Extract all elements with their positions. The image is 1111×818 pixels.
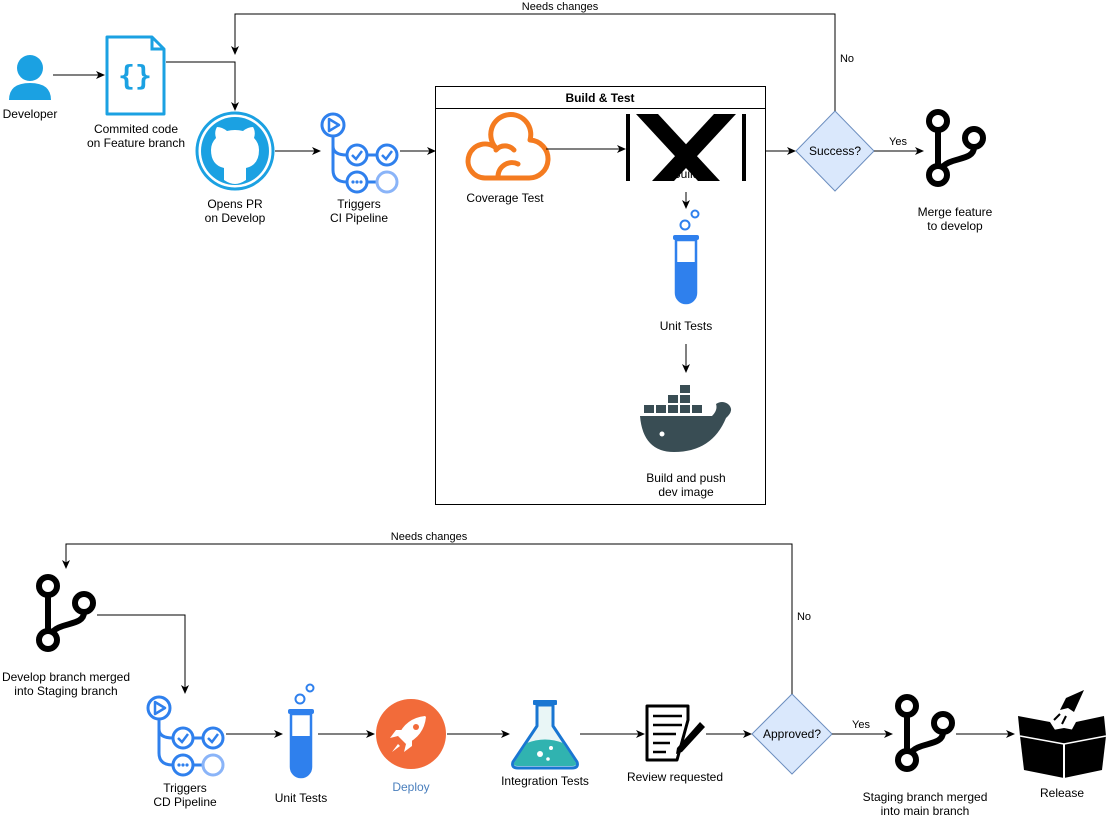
cd-pipeline-node: Triggers CD Pipeline [146, 695, 225, 809]
github-icon [195, 111, 275, 191]
yes-label-bottom: Yes [852, 719, 870, 731]
build-node: Build [626, 114, 746, 181]
git-branch-icon [898, 697, 952, 769]
success-label: Success? [809, 144, 861, 158]
document-edit-icon [645, 704, 705, 762]
deploy-label: Deploy [392, 780, 429, 794]
test-tube-icon [671, 209, 701, 305]
box-rocket-icon [1018, 690, 1107, 778]
coverage-node: Coverage Test [465, 112, 551, 205]
opens-pr-node: Opens PR on Develop [195, 111, 275, 225]
coverage-label: Coverage Test [466, 191, 544, 205]
svg-text:{}: {} [118, 59, 152, 92]
deploy-node: Deploy [376, 699, 446, 794]
approved-label: Approved? [763, 727, 821, 741]
git-branch-icon [39, 577, 93, 649]
build-label: Build [673, 167, 700, 181]
review-node: Review requested [627, 704, 723, 784]
merge-feature-node: Merge feature to develop [918, 112, 993, 233]
edge-develop-cd [97, 614, 189, 694]
docker-label-1: Build and push [646, 471, 725, 485]
cd-label-2: CD Pipeline [153, 795, 217, 809]
committed-label-2: on Feature branch [87, 136, 185, 150]
rocket-icon [376, 699, 446, 769]
top-edges: Needs changes No Yes [53, 0, 924, 373]
unit-tests-label-top: Unit Tests [660, 319, 712, 333]
unit-tests-node-top: Unit Tests [660, 209, 712, 333]
integration-tests-node: Integration Tests [501, 700, 589, 788]
no-label-bottom: No [797, 611, 811, 623]
flask-icon [511, 700, 579, 770]
build-tool-icon [626, 114, 746, 181]
develop-merged-label-1: Develop branch merged [2, 670, 130, 684]
opens-pr-label-2: on Develop [205, 211, 266, 225]
developer-node: Developer [3, 55, 58, 121]
ci-pipeline-node: Triggers CI Pipeline [320, 112, 399, 225]
user-icon [9, 55, 51, 100]
develop-merged-node: Develop branch merged into Staging branc… [2, 577, 130, 698]
merge-feature-label-2: to develop [927, 219, 983, 233]
staging-merged-node: Staging branch merged into main branch [863, 697, 988, 818]
git-branch-icon [929, 112, 983, 184]
no-label-top: No [840, 53, 854, 65]
committed-code-node: {} Commited code on Feature branch [87, 35, 185, 150]
release-node: Release [1018, 690, 1107, 800]
staging-merged-label-2: into main branch [881, 804, 970, 818]
build-test-group: Build & Test [435, 86, 766, 505]
edge-needs-changes-bottom [62, 543, 793, 694]
docker-label-2: dev image [658, 485, 714, 499]
staging-merged-label-1: Staging branch merged [863, 790, 988, 804]
needs-changes-label-bottom: Needs changes [391, 531, 468, 543]
test-tube-icon [286, 683, 316, 779]
merge-feature-label-1: Merge feature [918, 205, 993, 219]
ci-label-1: Triggers [337, 197, 381, 211]
developer-label: Developer [3, 107, 58, 121]
edge-commit-pr [166, 61, 239, 111]
approved-decision: Approved? [751, 693, 833, 775]
opens-pr-label-1: Opens PR [207, 197, 263, 211]
cd-label-1: Triggers [163, 781, 207, 795]
integration-label: Integration Tests [501, 774, 589, 788]
success-decision: Success? [795, 110, 875, 192]
pipeline-icon [146, 695, 225, 777]
unit-tests-node-bottom: Unit Tests [275, 683, 327, 805]
coverage-icon [465, 112, 551, 181]
release-label: Release [1040, 786, 1084, 800]
develop-merged-label-2: into Staging branch [14, 684, 117, 698]
yes-label-top: Yes [889, 136, 907, 148]
ci-label-2: CI Pipeline [330, 211, 388, 225]
review-label: Review requested [627, 770, 723, 784]
docker-icon [640, 385, 732, 452]
bottom-edges: Needs changes No Yes [62, 530, 1015, 738]
unit-tests-label-bottom: Unit Tests [275, 791, 327, 805]
committed-label-1: Commited code [94, 122, 178, 136]
needs-changes-label-top: Needs changes [522, 1, 599, 13]
code-file-icon: {} [105, 35, 166, 116]
group-title: Build & Test [565, 91, 634, 105]
edge-needs-changes-top [231, 13, 836, 111]
pipeline-icon [320, 112, 399, 194]
docker-node: Build and push dev image [640, 385, 732, 499]
